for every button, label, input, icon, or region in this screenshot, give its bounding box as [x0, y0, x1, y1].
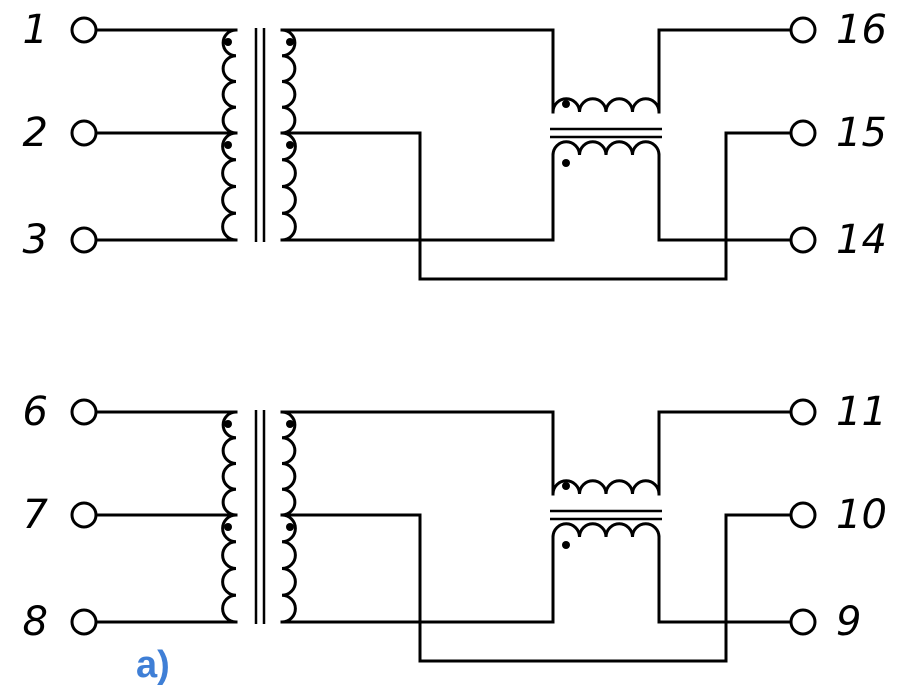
pin-label: 11: [836, 389, 887, 435]
pin-label: 2: [23, 110, 48, 156]
wire: [657, 153, 792, 242]
pin-terminal: [789, 16, 817, 44]
wire: [657, 410, 792, 496]
wire: [280, 153, 555, 242]
wire: [657, 535, 792, 624]
pin-label: 10: [836, 492, 887, 538]
pin-terminal: [70, 501, 98, 529]
primary-winding: [221, 28, 238, 135]
polarity-dot: [562, 541, 570, 549]
polarity-dot: [286, 141, 294, 149]
choke-winding: [551, 479, 661, 496]
wire: [280, 28, 555, 114]
choke-winding: [551, 97, 661, 114]
pin-terminal: [789, 501, 817, 529]
pin-label: 3: [23, 217, 48, 263]
pin-label: 6: [23, 389, 48, 435]
pin-terminal: [70, 16, 98, 44]
polarity-dot: [224, 420, 232, 428]
wire: [280, 513, 792, 663]
secondary-winding: [280, 28, 297, 135]
wire: [657, 28, 792, 114]
primary-winding: [221, 513, 238, 624]
pin-terminal: [789, 398, 817, 426]
pin-terminal: [70, 226, 98, 254]
polarity-dot: [224, 141, 232, 149]
pin-label: 7: [23, 492, 49, 538]
polarity-dot: [286, 38, 294, 46]
pin-label: 8: [23, 599, 48, 645]
primary-winding: [221, 131, 238, 242]
pin-label: 15: [836, 110, 887, 156]
primary-winding: [221, 410, 238, 517]
polarity-dot: [562, 482, 570, 490]
polarity-dot: [562, 100, 570, 108]
choke-winding: [551, 522, 661, 539]
wire: [280, 410, 555, 496]
pin-terminal: [789, 226, 817, 254]
circuit-2: 6 7 8 11 10 9: [23, 389, 887, 663]
pin-label: 1: [23, 7, 48, 53]
pin-terminal: [70, 119, 98, 147]
secondary-winding: [280, 131, 297, 242]
pin-terminal: [789, 119, 817, 147]
choke-winding: [551, 140, 661, 157]
secondary-winding: [280, 513, 297, 624]
wire: [280, 535, 555, 624]
figure-caption: a): [136, 644, 170, 686]
polarity-dot: [562, 159, 570, 167]
pin-label: 14: [836, 217, 887, 263]
polarity-dot: [286, 420, 294, 428]
pin-label: 9: [836, 599, 861, 645]
polarity-dot: [286, 523, 294, 531]
circuit-1: 1 2 3 16 15 14: [23, 7, 887, 281]
pin-label: 16: [836, 7, 887, 53]
pin-terminal: [70, 608, 98, 636]
secondary-winding: [280, 410, 297, 517]
polarity-dot: [224, 523, 232, 531]
wire: [280, 131, 792, 281]
pin-terminal: [70, 398, 98, 426]
pin-terminal: [789, 608, 817, 636]
polarity-dot: [224, 38, 232, 46]
